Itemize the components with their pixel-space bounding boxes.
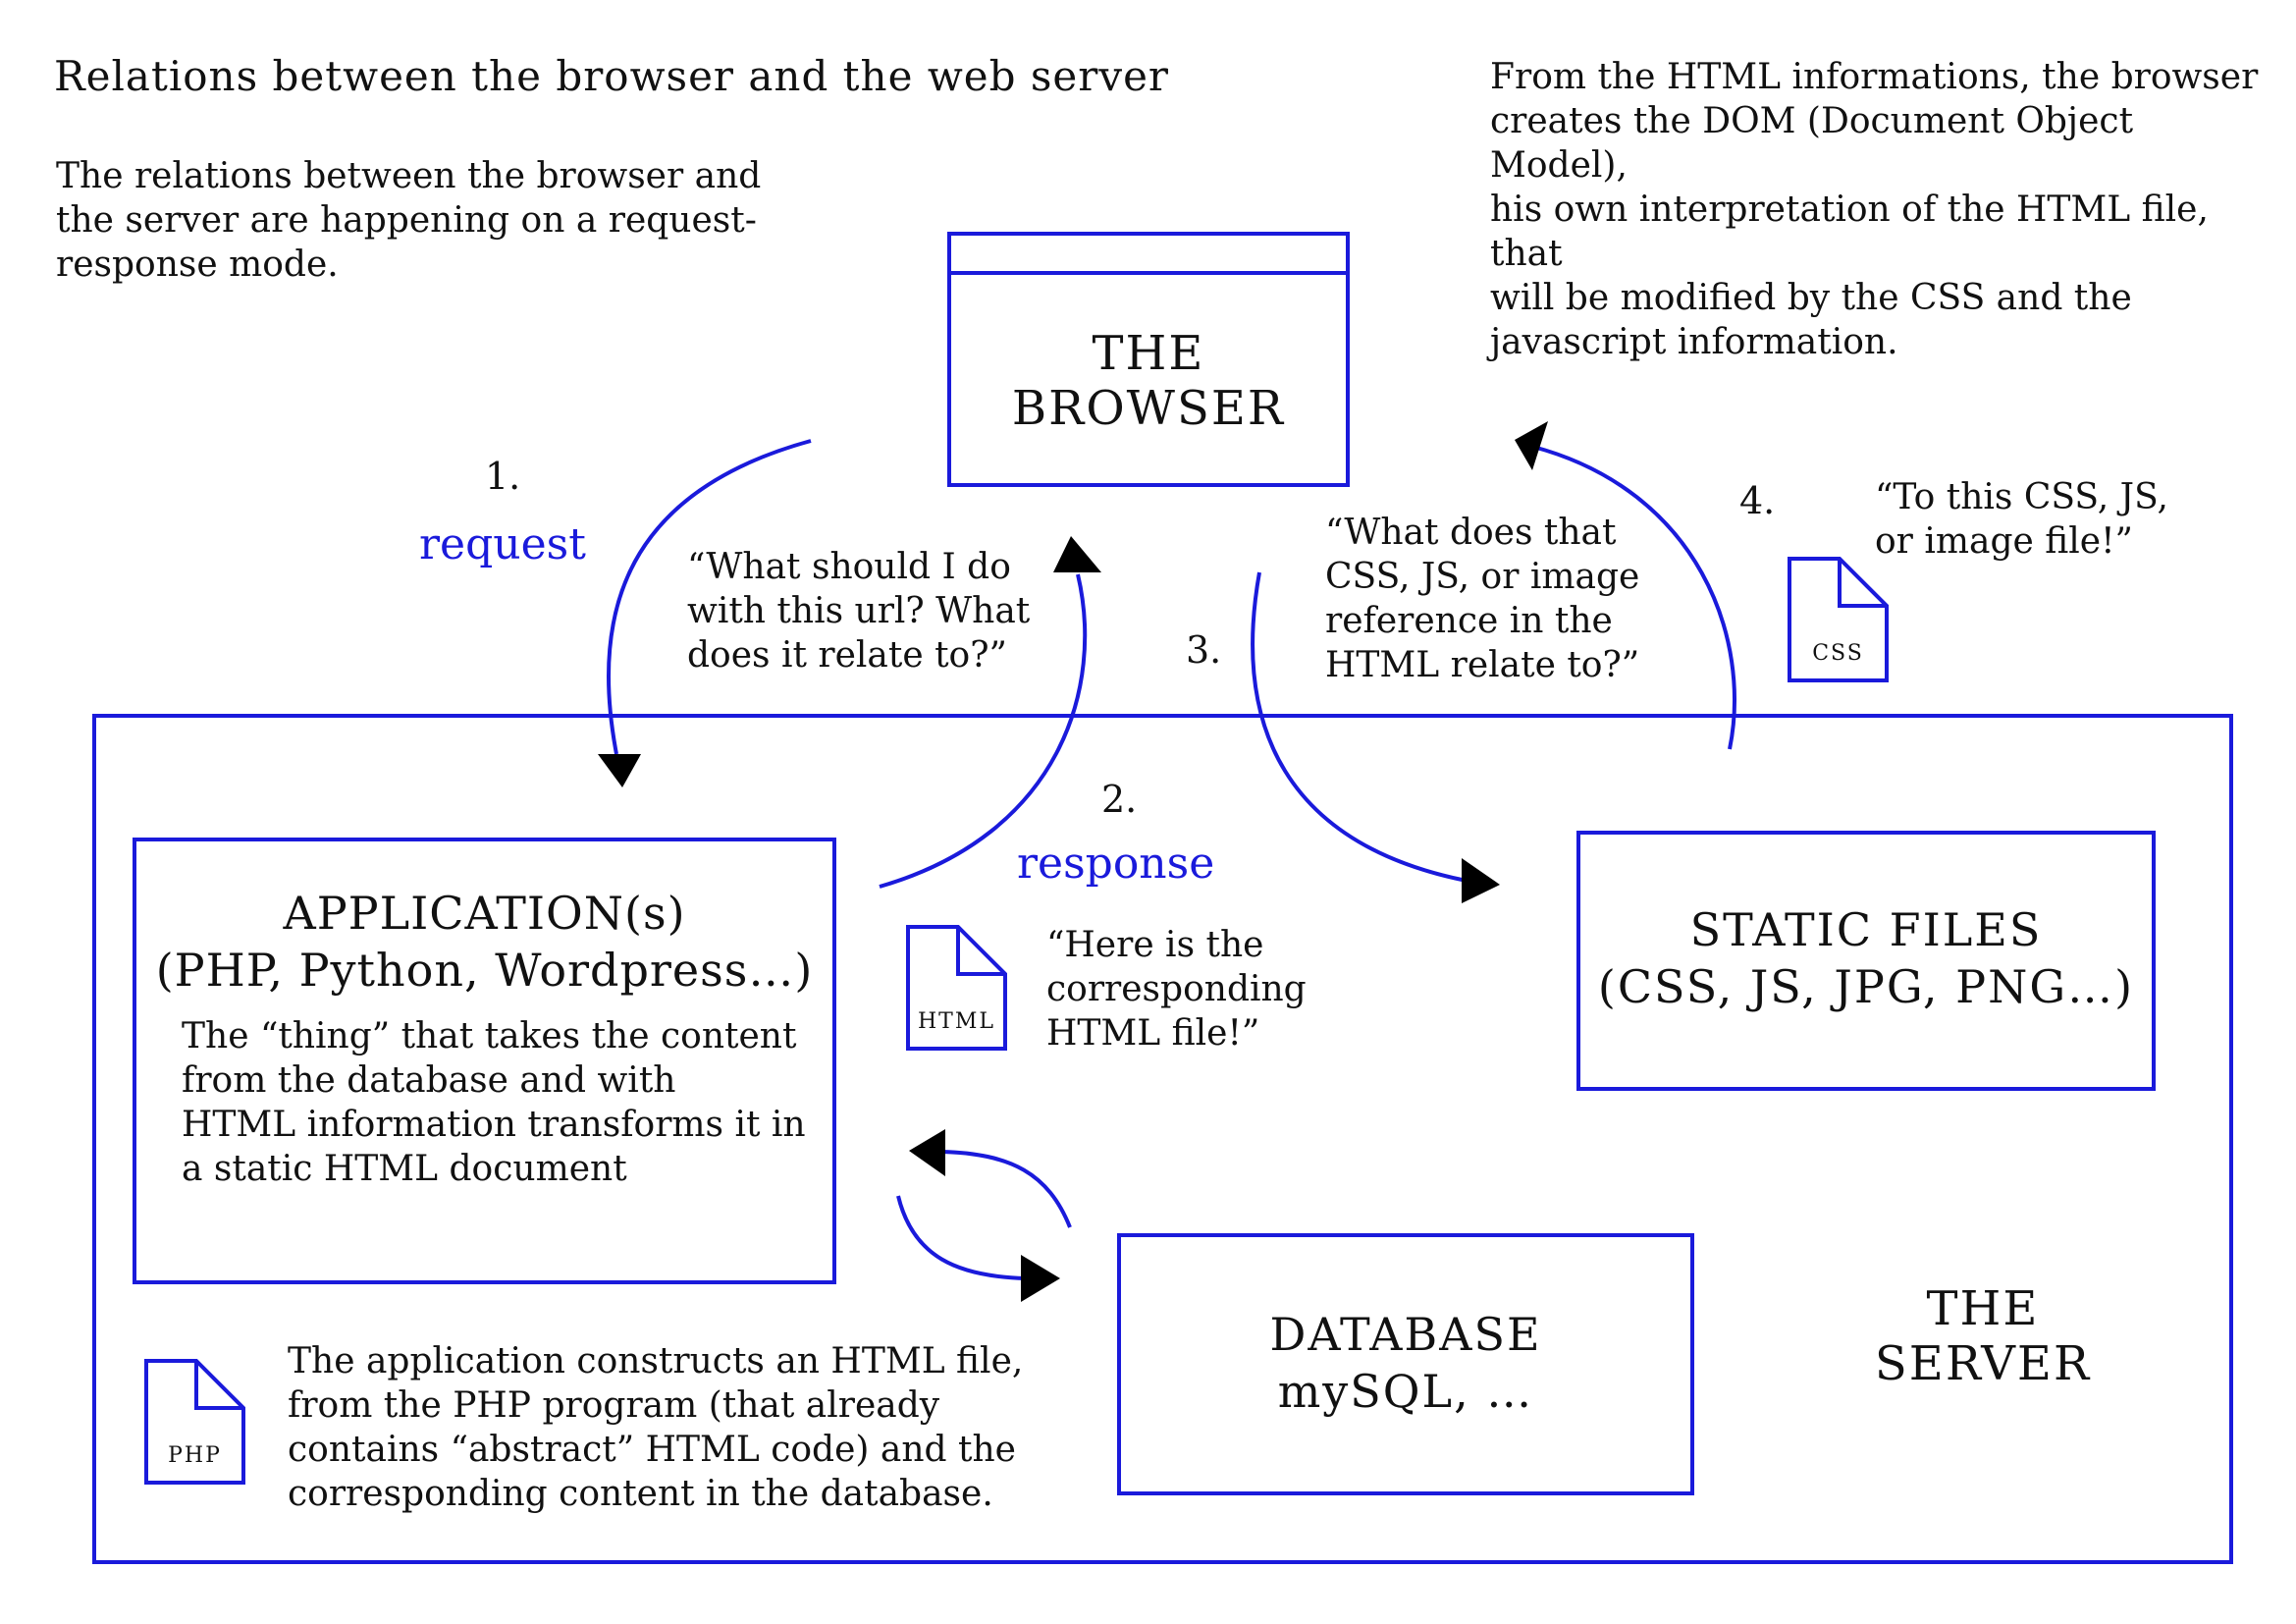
css-file-label: CSS [1812,641,1864,666]
intro-text: The relations between the browser and th… [56,156,762,285]
browser-title-bar [951,271,1346,275]
dom-note: From the HTML informations, the browser … [1490,57,2259,362]
step-4-quote: “To this CSS, JS, or image file!” [1875,477,2168,562]
step-3-quote: “What does that CSS, JS, or image refere… [1325,513,1640,685]
static-files-box: STATIC FILES (CSS, JS, JPG, PNG…) [1576,831,2156,1091]
static-files-title: STATIC FILES (CSS, JS, JPG, PNG…) [1597,903,2135,1013]
step-1-number: 1. [485,455,521,498]
html-file-shape [906,925,1007,1051]
php-file-shape [144,1359,245,1485]
database-title: DATABASE mySQL, … [1269,1308,1542,1418]
step-4-number: 4. [1739,479,1776,522]
server-label: THE SERVER [1874,1281,2092,1391]
step-1-label: request [419,519,586,569]
browser-box: THE BROWSER [947,232,1350,487]
step-2-label: response [1017,839,1215,889]
browser-label: THE BROWSER [1011,326,1286,436]
application-title: APPLICATION(s) (PHP, Python, Wordpress…) [155,887,814,997]
css-file-shape [1788,557,1889,682]
diagram-title: Relations between the browser and the we… [54,52,1170,100]
application-description: The “thing” that takes the content from … [182,1016,806,1189]
php-file-label: PHP [168,1443,222,1468]
database-box: DATABASE mySQL, … [1117,1233,1694,1495]
step-3-number: 3. [1186,628,1222,672]
step-1-quote: “What should I do with this url? What do… [687,547,1031,676]
html-file-label: HTML [918,1009,995,1034]
step-2-number: 2. [1101,778,1138,821]
html-file-icon: HTML [905,924,1008,1052]
php-note: The application constructs an HTML file,… [288,1341,1024,1514]
static-response-arrowhead [1515,421,1548,470]
server-box [92,714,2233,1564]
step-2-quote: “Here is the corresponding HTML file!” [1046,925,1307,1054]
application-box: APPLICATION(s) (PHP, Python, Wordpress…)… [133,838,836,1284]
css-file-icon: CSS [1787,556,1890,683]
php-file-icon: PHP [143,1358,246,1486]
